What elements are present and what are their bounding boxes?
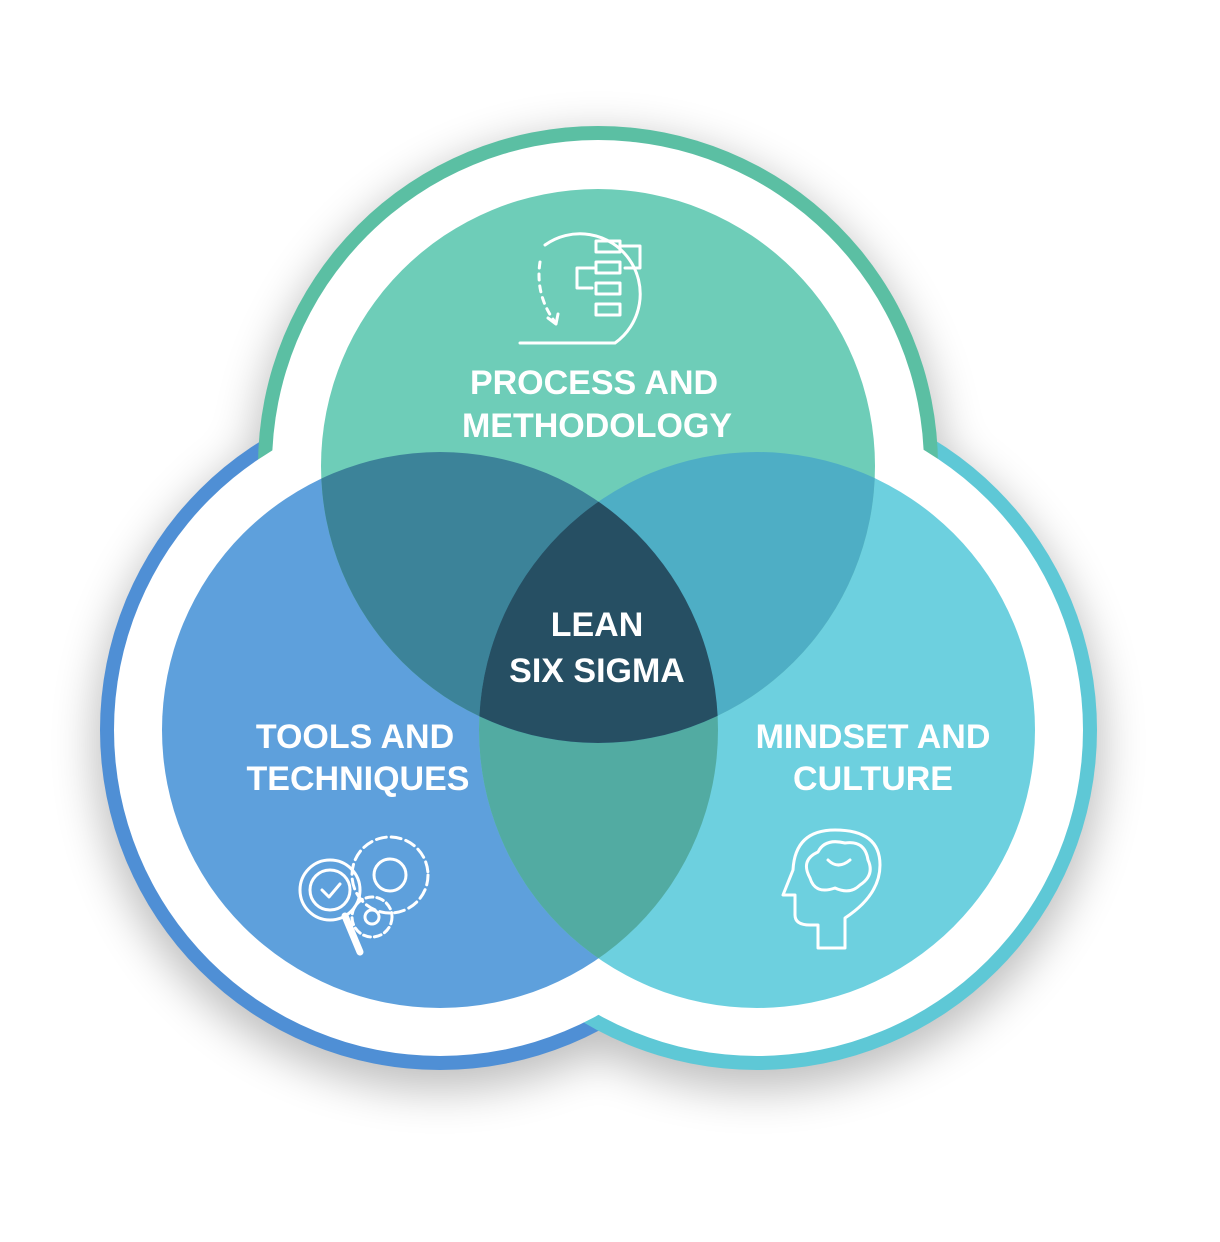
head-brain-icon — [781, 828, 882, 950]
left-label-line2: TECHNIQUES — [247, 760, 470, 798]
top-label-line2: METHODOLOGY — [462, 407, 732, 445]
process-flow-icon — [518, 232, 642, 345]
right-label-line2: CULTURE — [793, 760, 953, 798]
top-label-line1: PROCESS AND — [470, 364, 718, 402]
center-label-line1: LEAN — [551, 606, 644, 644]
right-label-line1: MINDSET AND — [756, 718, 991, 756]
overlap-center — [479, 452, 718, 743]
left-label-line1: TOOLS AND — [256, 718, 454, 756]
magnifier-gears-icon — [298, 835, 430, 956]
center-label-line2: SIX SIGMA — [509, 652, 685, 690]
